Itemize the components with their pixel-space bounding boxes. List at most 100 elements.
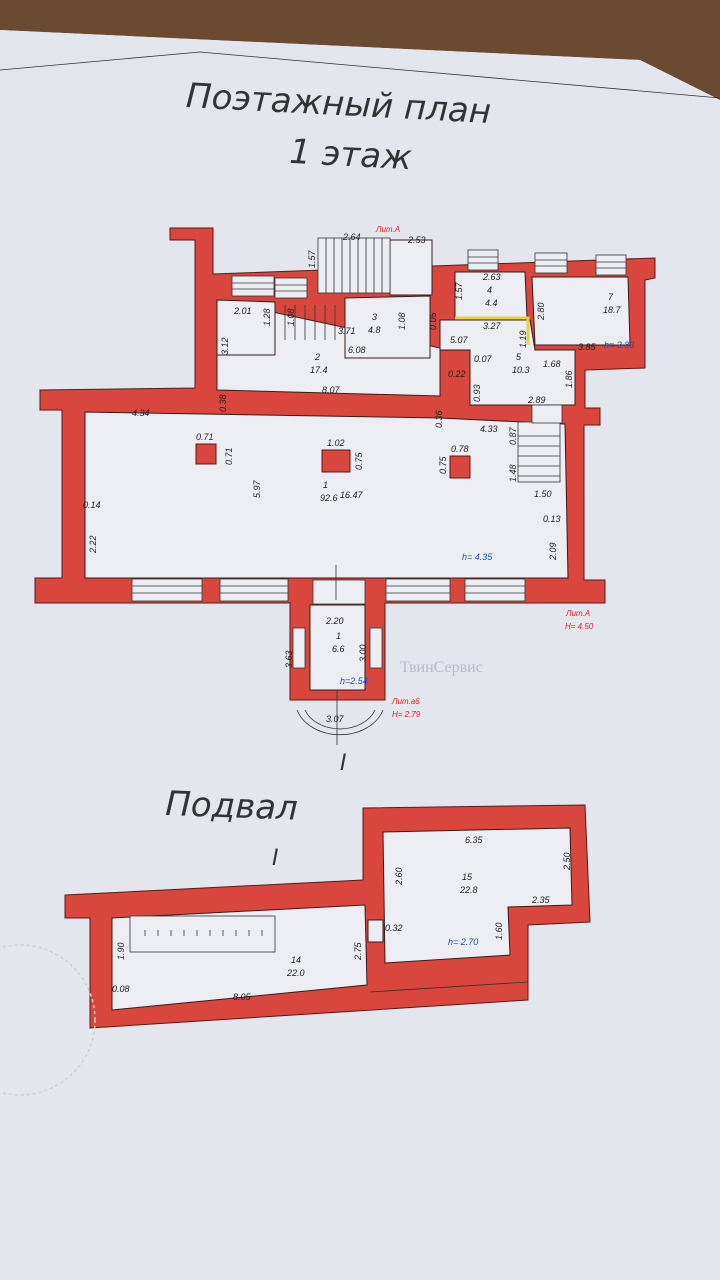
svg-text:1.02: 1.02 [327, 438, 345, 448]
svg-text:2.35: 2.35 [531, 895, 551, 905]
svg-text:2: 2 [314, 352, 320, 362]
svg-text:2.01: 2.01 [233, 306, 252, 316]
svg-text:3.00: 3.00 [358, 644, 368, 662]
partition [455, 316, 530, 345]
staircase-upper [284, 237, 391, 340]
svg-text:1.50: 1.50 [534, 489, 552, 499]
svg-text:0.38: 0.38 [218, 394, 228, 412]
svg-text:H= 4.50: H= 4.50 [565, 622, 594, 631]
svg-text:2.89: 2.89 [527, 395, 546, 405]
svg-text:1: 1 [323, 480, 328, 490]
room-7 [531, 276, 631, 346]
svg-text:3.85: 3.85 [578, 342, 597, 352]
svg-text:1.19: 1.19 [518, 330, 528, 348]
table-background [0, 0, 720, 100]
svg-text:1.60: 1.60 [494, 922, 504, 940]
watermark: ТвинСервис [400, 659, 483, 676]
svg-text:Лит.А: Лит.А [375, 225, 400, 234]
annotations: Лит.А Лит.А H= 4.50 Лит.а6 H= 2.79 [375, 225, 594, 719]
svg-text:0.32: 0.32 [385, 923, 403, 933]
svg-text:10.3: 10.3 [512, 365, 530, 375]
svg-text:1.57: 1.57 [454, 281, 464, 300]
svg-text:4: 4 [487, 285, 492, 295]
title-line-2: 1 этаж [288, 132, 413, 178]
svg-text:h= 4.35: h= 4.35 [462, 552, 493, 562]
svg-text:0.75: 0.75 [354, 451, 364, 470]
svg-text:0.71: 0.71 [196, 432, 214, 442]
faded-stamp [0, 944, 96, 1096]
svg-text:0.08: 0.08 [112, 984, 130, 994]
svg-text:h=2.54: h=2.54 [340, 676, 368, 686]
svg-text:1.28: 1.28 [262, 308, 272, 326]
svg-text:0.75: 0.75 [438, 455, 448, 474]
room-3-stairs [344, 295, 431, 359]
staircase-right [517, 421, 561, 483]
svg-text:8.05: 8.05 [233, 992, 252, 1002]
svg-text:2.50: 2.50 [562, 852, 572, 871]
svg-text:Лит.А: Лит.А [565, 609, 590, 618]
svg-text:1.48: 1.48 [508, 464, 518, 482]
svg-text:3.63: 3.63 [284, 650, 294, 668]
svg-text:0.93: 0.93 [472, 384, 482, 402]
svg-text:2.80: 2.80 [536, 302, 546, 321]
room-labels: 1 92.6 2 17.4 3 4.8 4 4.4 5 10.3 7 18.7 1 6.6 [310, 285, 622, 654]
svg-text:6.6: 6.6 [332, 644, 345, 654]
svg-text:0.22: 0.22 [448, 369, 466, 379]
svg-text:0.71: 0.71 [224, 447, 234, 465]
svg-text:22.0: 22.0 [286, 968, 305, 978]
svg-text:0.78: 0.78 [451, 444, 469, 454]
svg-text:1: 1 [336, 631, 341, 641]
svg-text:H= 2.79: H= 2.79 [392, 710, 421, 719]
svg-text:2.09: 2.09 [548, 542, 558, 561]
svg-text:3.12: 3.12 [220, 337, 230, 355]
section-mark: I [340, 751, 347, 776]
svg-text:3.71: 3.71 [338, 326, 356, 336]
svg-text:5.97: 5.97 [252, 479, 262, 498]
svg-text:1.90: 1.90 [116, 942, 126, 960]
svg-text:4.4: 4.4 [485, 298, 498, 308]
column [321, 449, 351, 473]
svg-text:0.05: 0.05 [428, 311, 438, 330]
svg-text:16.47: 16.47 [340, 490, 364, 500]
svg-text:4.8: 4.8 [368, 325, 381, 335]
svg-text:3.07: 3.07 [326, 714, 345, 724]
height-labels: h= 3.83 h= 4.35 h=2.54 [340, 340, 634, 686]
svg-text:0.36: 0.36 [434, 410, 444, 428]
svg-text:2.53: 2.53 [407, 235, 426, 245]
svg-text:1.08: 1.08 [397, 312, 407, 330]
room-vestibule [309, 604, 366, 691]
basement-title: Подвал [165, 784, 299, 829]
svg-text:5.07: 5.07 [450, 335, 469, 345]
first-floor-plan: I ТвинСервис [34, 227, 656, 776]
svg-text:Лит.а6: Лит.а6 [391, 697, 420, 706]
svg-text:22.8: 22.8 [459, 885, 478, 895]
svg-text:4.34: 4.34 [132, 408, 150, 418]
basement-stairs [129, 915, 276, 953]
svg-text:2.60: 2.60 [394, 867, 404, 886]
room-5-corridor [439, 319, 576, 406]
svg-text:8.07: 8.07 [322, 385, 341, 395]
frame-line [0, 51, 720, 99]
svg-text:4.33: 4.33 [480, 424, 498, 434]
svg-text:2.64: 2.64 [342, 232, 361, 242]
svg-text:92.6: 92.6 [320, 493, 338, 503]
svg-text:2.20: 2.20 [325, 616, 344, 626]
dimension-labels: 2.64 2.53 1.57 2.63 1.57 2.01 1.28 1.08 … [83, 232, 597, 724]
svg-text:1.08: 1.08 [286, 308, 296, 326]
entrance-porch [296, 709, 384, 736]
room-15 [382, 827, 573, 964]
svg-text:17.4: 17.4 [310, 365, 328, 375]
svg-text:7: 7 [608, 292, 614, 302]
svg-text:18.7: 18.7 [603, 305, 622, 315]
svg-text:1.68: 1.68 [543, 359, 561, 369]
svg-text:3.27: 3.27 [483, 321, 502, 331]
svg-text:14: 14 [291, 955, 301, 965]
svg-text:3: 3 [372, 312, 377, 322]
svg-text:2.22: 2.22 [88, 535, 98, 554]
svg-text:15: 15 [462, 872, 473, 882]
svg-text:5: 5 [516, 352, 522, 362]
svg-text:h= 3.83: h= 3.83 [604, 340, 634, 350]
column [195, 443, 217, 465]
